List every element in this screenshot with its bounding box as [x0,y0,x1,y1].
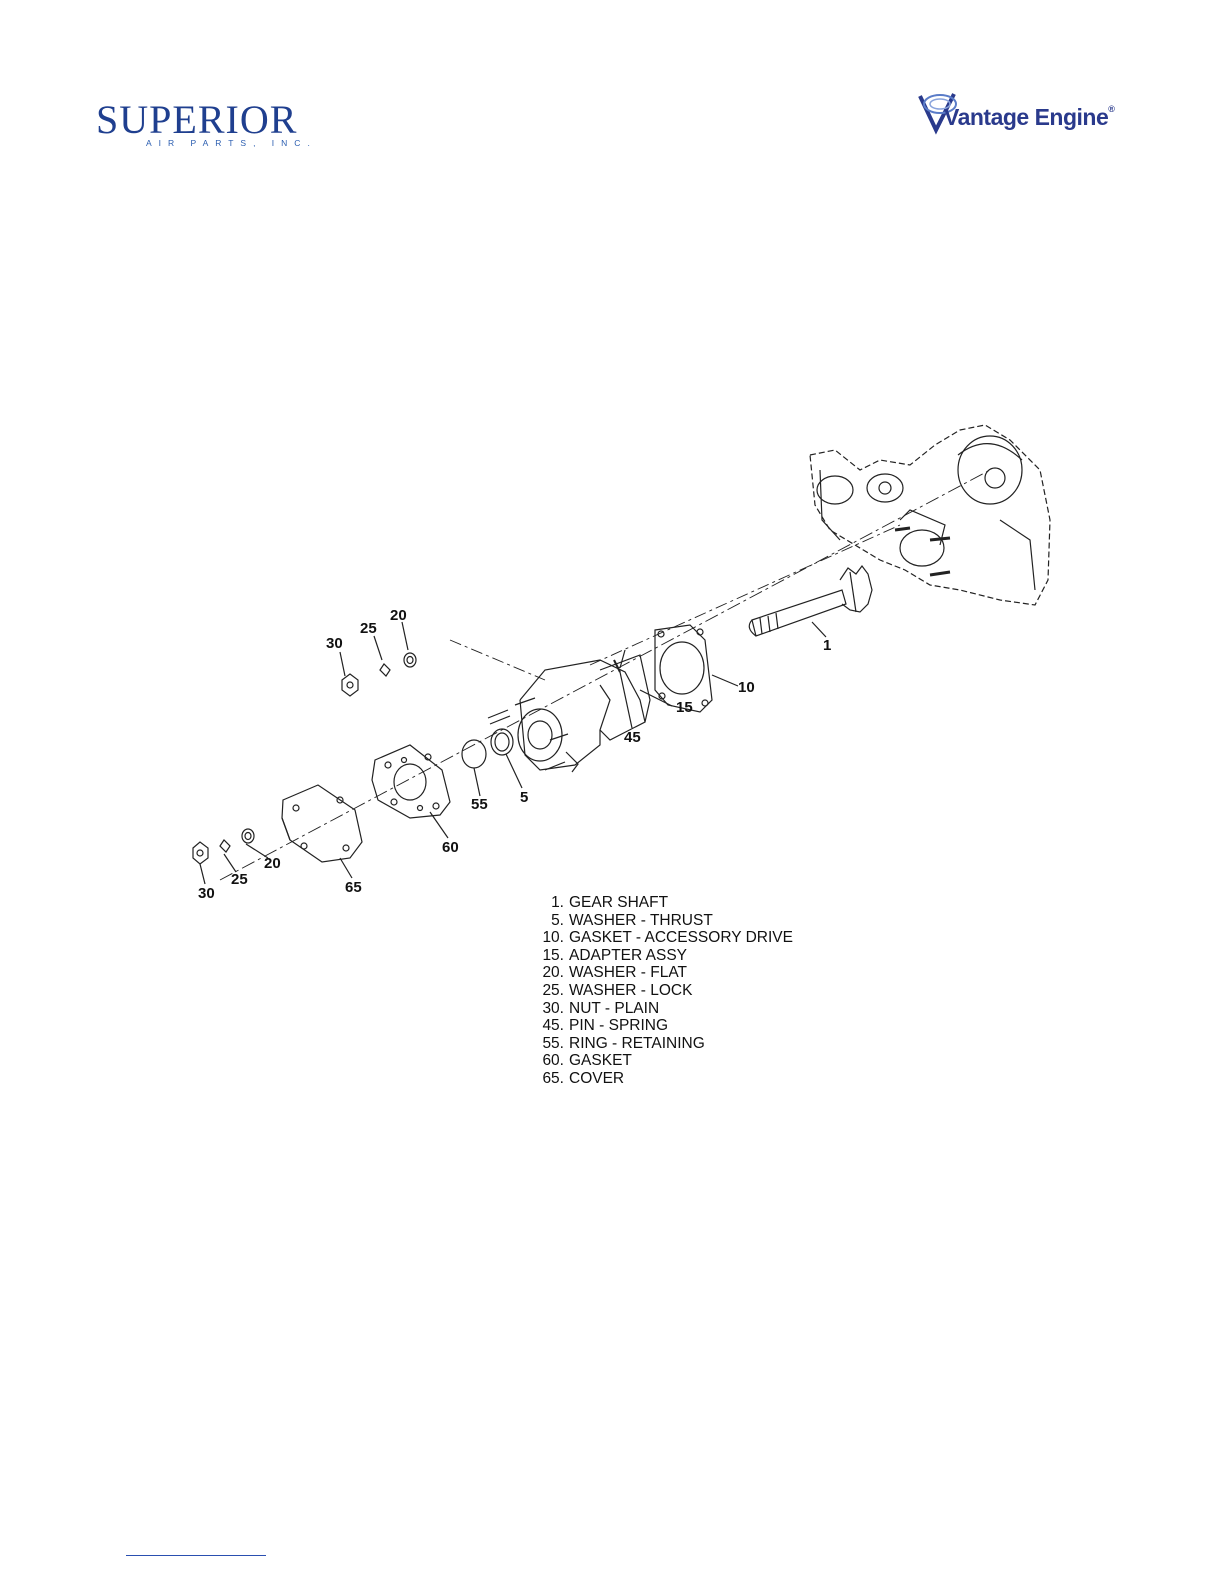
legend-item: 45.PIN - SPRING [520,1017,880,1035]
callout-30-lower: 30 [198,885,215,902]
callout-15: 15 [676,699,693,716]
legend-item: 30.NUT - PLAIN [520,1000,880,1018]
upper-fasteners-drawing [342,653,416,696]
pin-spring-drawing [614,660,620,672]
legend-item: 15.ADAPTER ASSY [520,947,880,965]
legend-item: 60.GASKET [520,1052,880,1070]
footer-rule [126,1555,266,1556]
accessory-case-drawing [810,425,1050,605]
legend-item: 25.WASHER - LOCK [520,982,880,1000]
legend-item: 5.WASHER - THRUST [520,912,880,930]
callout-30-upper: 30 [326,635,343,652]
legend-item: 20.WASHER - FLAT [520,964,880,982]
cover-drawing [282,785,362,862]
gear-shaft-drawing [749,566,872,636]
lower-fasteners-drawing [193,829,254,864]
legend-item: 65.COVER [520,1070,880,1088]
callout-25-lower: 25 [231,871,248,888]
legend-item: 55.RING - RETAINING [520,1035,880,1053]
callout-10: 10 [738,679,755,696]
ring-retaining-drawing [462,740,486,768]
gasket-drawing [372,745,450,818]
callout-20-upper: 20 [390,607,407,624]
callout-60: 60 [442,839,459,856]
parts-legend: 1.GEAR SHAFT 5.WASHER - THRUST 10.GASKET… [520,894,880,1088]
callout-55: 55 [471,796,488,813]
callout-20-lower: 20 [264,855,281,872]
callout-25-upper: 25 [360,620,377,637]
legend-item: 10.GASKET - ACCESSORY DRIVE [520,929,880,947]
legend-item: 1.GEAR SHAFT [520,894,880,912]
adapter-assy-drawing [488,650,650,772]
callout-45: 45 [624,729,641,746]
callout-65: 65 [345,879,362,896]
callout-1: 1 [823,637,831,654]
callout-5: 5 [520,789,528,806]
